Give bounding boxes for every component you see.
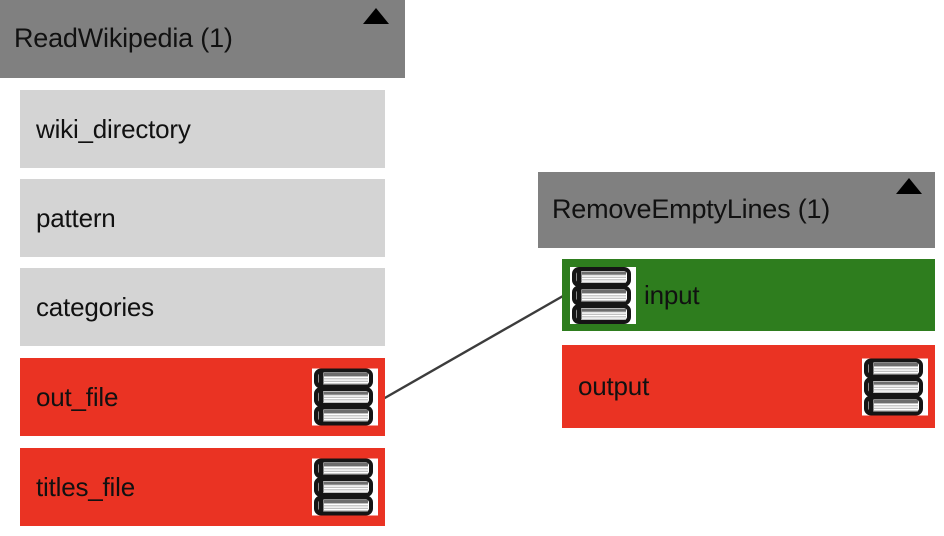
port-label: input <box>644 279 700 310</box>
port-wiki_directory[interactable]: wiki_directory <box>20 90 385 168</box>
port-pattern[interactable]: pattern <box>20 179 385 257</box>
port-output[interactable]: output <box>562 345 935 428</box>
port-label: out_file <box>36 381 119 412</box>
port-out_file[interactable]: out_file <box>20 358 385 436</box>
triangle-up-icon[interactable] <box>363 8 389 24</box>
books-stack-icon[interactable] <box>312 458 378 516</box>
books-stack-icon[interactable] <box>570 266 636 324</box>
port-titles_file[interactable]: titles_file <box>20 448 385 526</box>
node-header-read-wikipedia[interactable]: ReadWikipedia (1) <box>0 0 405 78</box>
edge-out_file-to-input[interactable] <box>382 294 564 401</box>
books-stack-icon[interactable] <box>862 358 928 415</box>
port-label: pattern <box>36 202 116 233</box>
port-label: categories <box>36 291 154 322</box>
books-stack-icon[interactable] <box>312 368 378 426</box>
node-header-remove-empty-lines[interactable]: RemoveEmptyLines (1) <box>538 172 935 248</box>
triangle-up-icon[interactable] <box>896 178 922 194</box>
port-categories[interactable]: categories <box>20 268 385 346</box>
node-title: ReadWikipedia (1) <box>14 22 233 53</box>
port-label: wiki_directory <box>36 113 191 144</box>
port-label: output <box>578 371 650 401</box>
port-label: titles_file <box>36 471 135 502</box>
node-title: RemoveEmptyLines (1) <box>552 193 831 224</box>
port-input[interactable]: input <box>562 259 935 331</box>
